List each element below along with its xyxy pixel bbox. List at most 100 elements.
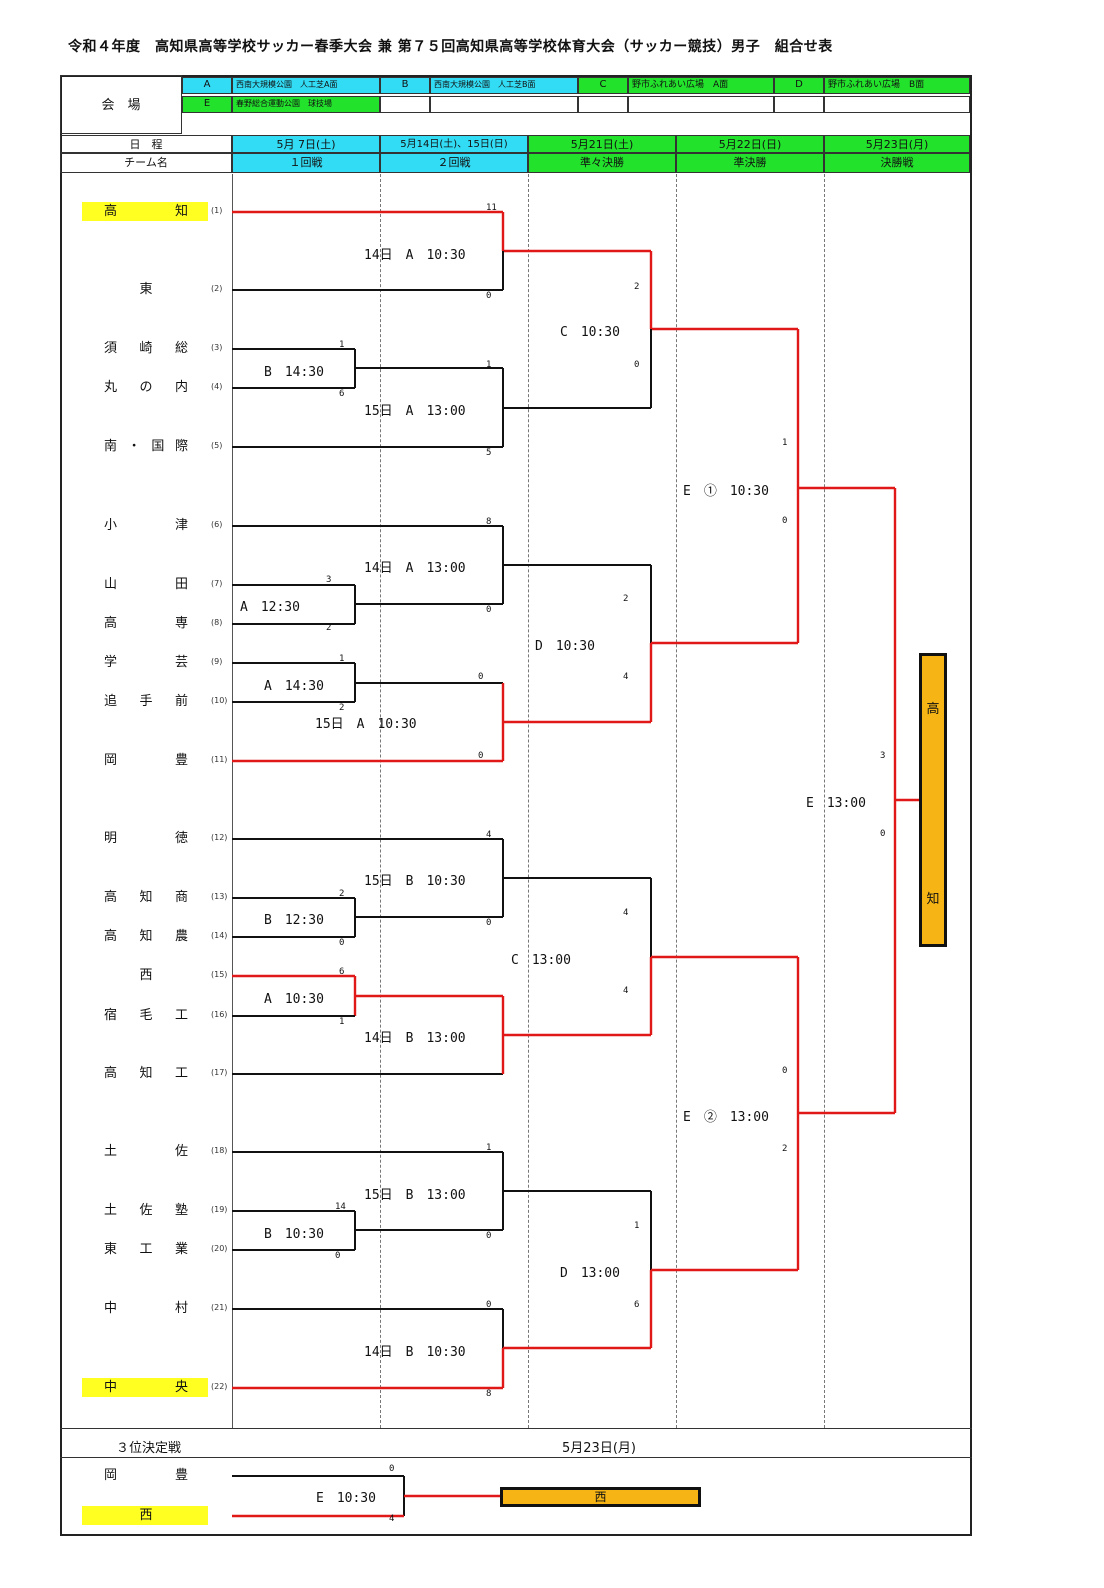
team-name-char: 須 bbox=[104, 341, 118, 356]
match-label: 15日 A 10:30 bbox=[315, 717, 417, 732]
team-row: 中央 bbox=[82, 1378, 208, 1397]
team-name: 学芸 bbox=[104, 653, 188, 672]
team-row: 東 bbox=[82, 280, 208, 299]
team-name: 追手前 bbox=[104, 692, 188, 711]
match-score-top: 2 bbox=[634, 282, 640, 292]
team-row: 明徳 bbox=[82, 829, 208, 848]
team-name: 高知工 bbox=[104, 1064, 188, 1083]
team-name-label: チーム名 bbox=[60, 153, 232, 173]
team-number: (6) bbox=[211, 520, 223, 529]
team-name-char: 田 bbox=[174, 577, 188, 592]
team-name-char: 山 bbox=[104, 577, 118, 592]
team-row: 丸の内 bbox=[82, 378, 208, 397]
venue-name-d: 野市ふれあい広場 B面 bbox=[824, 77, 970, 94]
team-row: 高知 bbox=[82, 202, 208, 221]
column-divider bbox=[232, 174, 233, 1428]
team-row: 西 bbox=[82, 966, 208, 985]
team-name: 山田 bbox=[104, 575, 188, 594]
team-name-char: 塾 bbox=[174, 1203, 188, 1218]
venue-name-e: 春野総合運動公園 球技場 bbox=[232, 96, 380, 113]
match-score-bottom: 6 bbox=[634, 1300, 640, 1310]
team-name-char: 東 bbox=[139, 282, 153, 297]
team-row: 追手前 bbox=[82, 692, 208, 711]
team-name-char: 高 bbox=[104, 616, 118, 631]
match-score-top: 1 bbox=[486, 360, 492, 370]
venue-code-b: B bbox=[380, 77, 430, 94]
team-number: (20) bbox=[211, 1244, 228, 1253]
team-number: (4) bbox=[211, 382, 223, 391]
round-3-date: 5月21日(土) bbox=[528, 135, 676, 153]
team-name-char: 芸 bbox=[174, 655, 188, 670]
match-score-bottom: 0 bbox=[782, 516, 788, 526]
team-name-char: 土 bbox=[104, 1203, 118, 1218]
team-name-char: 工 bbox=[139, 1242, 153, 1257]
team-number: (1) bbox=[211, 206, 223, 215]
team-row: 高知農 bbox=[82, 927, 208, 946]
match-label: B 10:30 bbox=[264, 1227, 324, 1242]
match-label: C 10:30 bbox=[560, 325, 620, 340]
match-score-bottom: 6 bbox=[339, 389, 345, 399]
team-number: (18) bbox=[211, 1146, 228, 1155]
team-name-char: 津 bbox=[174, 518, 188, 533]
match-score-top: 3 bbox=[880, 751, 886, 761]
match-label: 14日 A 13:00 bbox=[364, 561, 466, 576]
team-name-char: 専 bbox=[174, 616, 188, 631]
match-score-bottom: 4 bbox=[623, 986, 629, 996]
schedule-label: 日 程 bbox=[60, 135, 232, 153]
third-score-bottom: 4 bbox=[389, 1514, 395, 1524]
venue-name-a: 西南大規模公園 人工芝A面 bbox=[232, 77, 380, 94]
team-name: 東工業 bbox=[104, 1240, 188, 1259]
match-score-bottom: 0 bbox=[335, 1251, 341, 1261]
team-name: 岡豊 bbox=[104, 751, 188, 770]
team-name-char: 岡 bbox=[104, 1468, 118, 1483]
team-name-char: 明 bbox=[104, 831, 118, 846]
match-score-bottom: 4 bbox=[623, 672, 629, 682]
team-name-char: 高 bbox=[104, 1066, 118, 1081]
team-number: (5) bbox=[211, 441, 223, 450]
team-name-char: 小 bbox=[104, 518, 118, 533]
match-score-bottom: 0 bbox=[486, 1231, 492, 1241]
third-score-top: 0 bbox=[389, 1464, 395, 1474]
match-label: 15日 A 13:00 bbox=[364, 404, 466, 419]
team-number: (15) bbox=[211, 970, 228, 979]
team-name-char: 崎 bbox=[139, 341, 153, 356]
champion-char: 知 bbox=[926, 892, 940, 907]
team-name: 須崎総 bbox=[104, 339, 188, 358]
team-name-char: 学 bbox=[104, 655, 118, 670]
team-name-char: 央 bbox=[174, 1380, 188, 1395]
venue-empty-6 bbox=[824, 96, 970, 113]
team-name-char: 西 bbox=[139, 968, 153, 983]
match-score-bottom: 2 bbox=[326, 623, 332, 633]
team-name-char: 国 bbox=[151, 439, 165, 454]
match-score-top: 1 bbox=[486, 1143, 492, 1153]
team-name-char: 東 bbox=[104, 1242, 118, 1257]
match-label: 15日 B 13:00 bbox=[364, 1188, 466, 1203]
match-label: 14日 B 10:30 bbox=[364, 1345, 466, 1360]
team-name-char: 村 bbox=[174, 1301, 188, 1316]
match-score-bottom: 0 bbox=[339, 938, 345, 948]
match-score-top: 1 bbox=[339, 654, 345, 664]
team-row: 東工業 bbox=[82, 1240, 208, 1259]
round-1-date: 5月 7日(土) bbox=[232, 135, 380, 153]
round-2-name: ２回戦 bbox=[380, 153, 528, 173]
match-score-bottom: 0 bbox=[486, 605, 492, 615]
team-name-char: 豊 bbox=[174, 753, 188, 768]
team-name: 小津 bbox=[104, 516, 188, 535]
venue-empty-4 bbox=[628, 96, 774, 113]
team-name-char: 土 bbox=[104, 1144, 118, 1159]
match-label: E 13:00 bbox=[806, 796, 866, 811]
match-score-bottom: 1 bbox=[339, 1017, 345, 1027]
team-name: 高知 bbox=[104, 202, 188, 221]
venue-empty-3 bbox=[578, 96, 628, 113]
team-name-char: 西 bbox=[139, 1508, 153, 1523]
match-score-bottom: 8 bbox=[486, 1389, 492, 1399]
team-name-char: 佐 bbox=[139, 1203, 153, 1218]
match-score-top: 11 bbox=[486, 203, 497, 213]
team-name: 岡豊 bbox=[104, 1466, 188, 1485]
team-name: 中村 bbox=[104, 1299, 188, 1318]
team-number: (16) bbox=[211, 1010, 228, 1019]
team-name-char: 知 bbox=[139, 1066, 153, 1081]
team-number: (13) bbox=[211, 892, 228, 901]
match-score-top: 3 bbox=[326, 575, 332, 585]
round-4-date: 5月22日(日) bbox=[676, 135, 824, 153]
